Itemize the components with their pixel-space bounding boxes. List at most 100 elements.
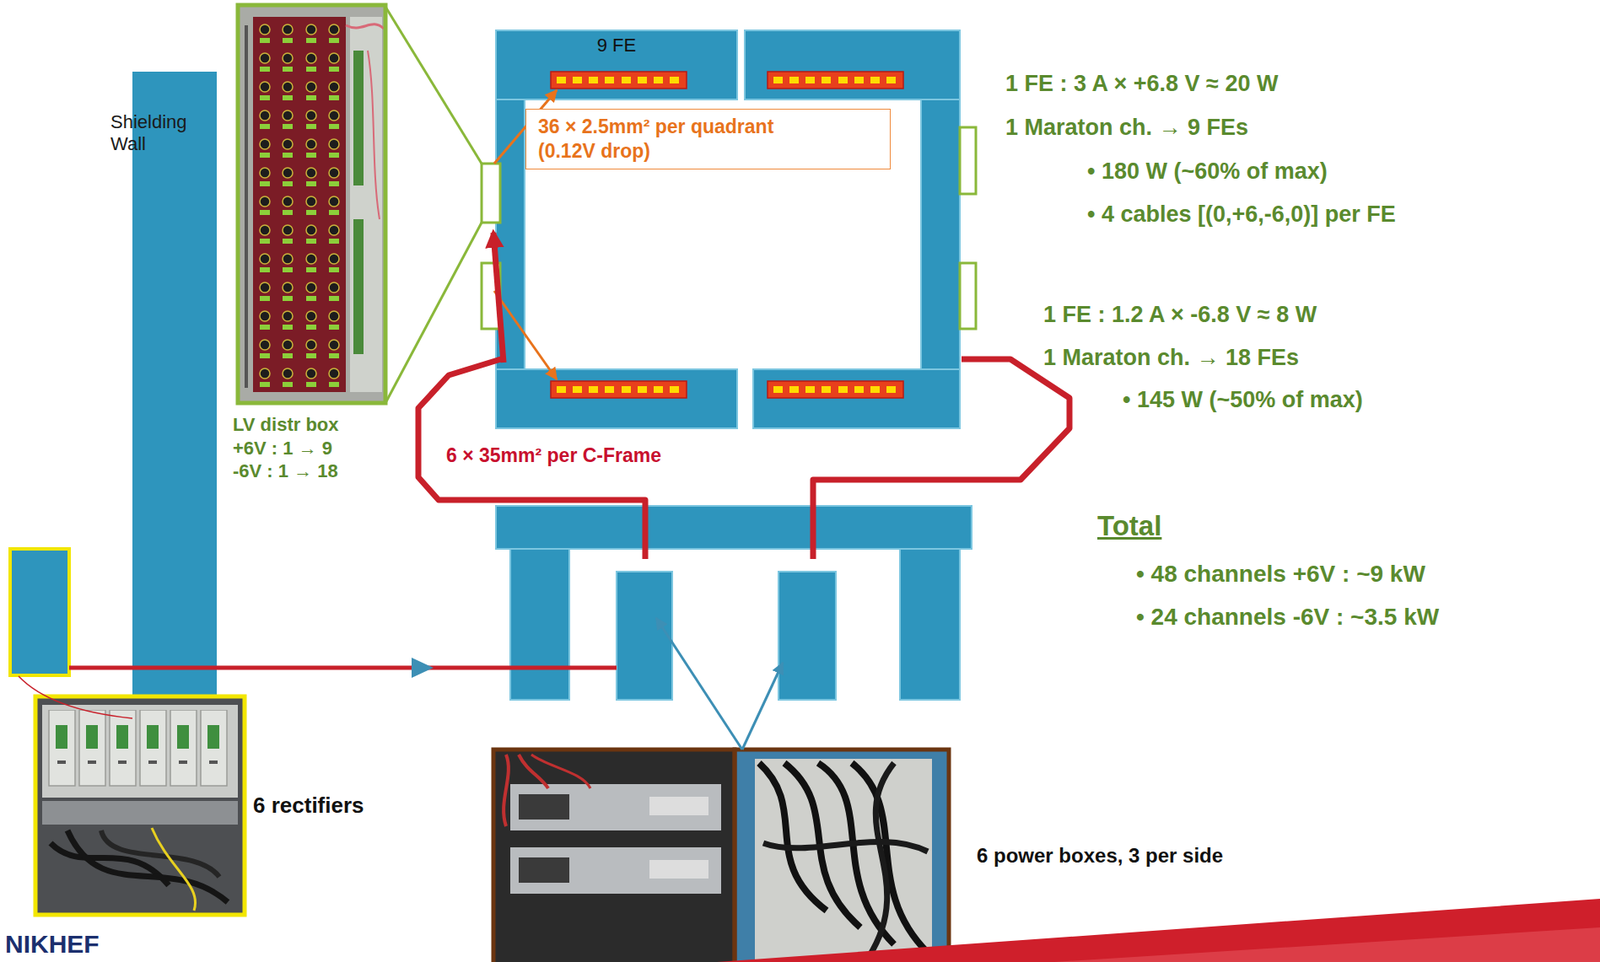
distribution-box-photo: LV distr box+6V : 1 → 9-6V : 1 → 18 (232, 5, 386, 484)
slide-band (716, 899, 1600, 962)
photo-caption: LV distr box (232, 413, 340, 437)
cable-callout: 36 × 2.5mm² per quadrant (0.12V drop) (525, 108, 891, 170)
stand-leg (510, 549, 570, 701)
label-slot: 6 × 35mm² per C-Frame (446, 444, 662, 469)
rack (42, 705, 238, 798)
label-slot: • 4 cables [(0,+6,-6,0)] per FE (1087, 200, 1396, 228)
connector-grid (253, 20, 346, 388)
power-note: 1 FE : 3 A × +6.8 V ≈ 20 W (1005, 70, 1278, 97)
label-slot: • 145 W (~50% of max) (1122, 386, 1363, 414)
frame-beam (495, 369, 738, 429)
callout-text: 36 × 2.5mm² per quadrant (0.12V drop) (538, 114, 817, 164)
fe-strip (550, 381, 687, 399)
power-box-rack (616, 571, 673, 701)
rectifier-modules (47, 710, 230, 792)
label-slot: 1 Maraton ch. → 18 FEs (1043, 344, 1299, 372)
frame-beam: 9 FE (495, 30, 738, 100)
photo-border (734, 749, 949, 962)
cable (763, 841, 928, 852)
cable (868, 763, 895, 958)
wire (345, 24, 384, 29)
cable (151, 828, 196, 911)
fe-strip (550, 71, 687, 89)
stand-leg (899, 549, 960, 701)
label-slot: 1 FE : 1.2 A × -6.8 V ≈ 8 W (1043, 301, 1317, 329)
wall-label: Shielding Wall (110, 111, 204, 157)
photo-frame (35, 696, 245, 916)
label-plate (649, 860, 709, 879)
slide-band (1054, 927, 1600, 962)
power-note: 1 Maraton ch. → 9 FEs (1005, 113, 1249, 141)
zoom-line (385, 6, 482, 164)
pointer-arrow (742, 662, 783, 750)
distribution-box-marker (959, 263, 976, 329)
photo-detail (350, 16, 383, 393)
beam-label: 9 FE (495, 33, 738, 58)
photo-ground (493, 749, 735, 962)
rectifier-photo: 6 rectifiers (35, 696, 365, 916)
power-box (510, 847, 722, 895)
frame-beam (495, 30, 738, 100)
total-heading: Total (1097, 509, 1162, 544)
power-note: 1 Maraton ch. → 18 FEs (1043, 344, 1299, 372)
cable (503, 754, 509, 827)
flow-arrowhead (411, 657, 434, 679)
frame-beam (753, 369, 960, 429)
power-box-photo (493, 749, 949, 962)
photo-caption: -6V : 1 → 18 (232, 459, 339, 484)
shelf (42, 801, 238, 825)
distribution-box-marker (481, 163, 501, 223)
stand-bar (495, 506, 972, 550)
power-box-rack (778, 571, 836, 701)
photo-ground (734, 749, 949, 962)
power-cable (493, 232, 504, 363)
rectifier-cabinet (10, 549, 70, 676)
circuit-board (353, 219, 364, 355)
power-note: • 180 W (~60% of max) (1087, 157, 1328, 185)
power-cable (813, 359, 1070, 560)
photo-border (237, 5, 386, 404)
photo-caption: 6 power boxes, 3 per side (976, 843, 1223, 869)
power-note: • 145 W (~50% of max) (1122, 386, 1363, 414)
detector-frame (481, 30, 976, 429)
cable (67, 830, 228, 903)
photo-border (493, 749, 735, 962)
distribution-box-marker (959, 127, 976, 194)
label-slot: NIKHEF (5, 929, 100, 960)
cable-spec: 6 × 35mm² per C-Frame (446, 444, 662, 469)
photo-caption: 6 rectifiers (253, 791, 365, 820)
rectifier-cable (69, 666, 617, 671)
frame-beam (744, 30, 960, 100)
rectifier-photo (35, 696, 245, 916)
logo-text: NIKHEF (5, 929, 100, 960)
distribution-box-photo (237, 5, 386, 404)
photo-frame (237, 5, 386, 404)
cable (518, 754, 549, 789)
photo-caption: +6V : 1 → 9 (232, 436, 333, 461)
connector-panel (253, 16, 346, 393)
fe-strip (767, 381, 904, 399)
photo-frame (493, 749, 949, 962)
label-plate (649, 797, 709, 816)
cable (851, 763, 928, 954)
support-stand (495, 506, 972, 701)
zoom-line (385, 222, 482, 404)
power-box-photo: 6 power boxes, 3 per side (493, 749, 1223, 962)
rack (754, 759, 932, 962)
total-line: • 48 channels +6V : ~9 kW (1136, 560, 1426, 589)
wire (367, 50, 380, 220)
shielding-wall (132, 71, 217, 705)
panel (518, 794, 570, 820)
label-slot: • 48 channels +6V : ~9 kW (1136, 560, 1426, 589)
leader-line (18, 676, 133, 719)
cable (101, 830, 220, 878)
label-slot: Shielding Wall (110, 111, 204, 157)
power-note: 1 FE : 1.2 A × -6.8 V ≈ 8 W (1043, 301, 1317, 329)
photo-border (35, 696, 245, 916)
pointer-arrow (656, 618, 743, 750)
label-slot: • 24 channels -6V : ~3.5 kW (1136, 603, 1439, 632)
circuit-board (353, 50, 364, 186)
photo-ground (239, 6, 384, 402)
label-slot: • 180 W (~60% of max) (1087, 157, 1328, 185)
label-slot: 1 FE : 3 A × +6.8 V ≈ 20 W (1005, 70, 1278, 97)
